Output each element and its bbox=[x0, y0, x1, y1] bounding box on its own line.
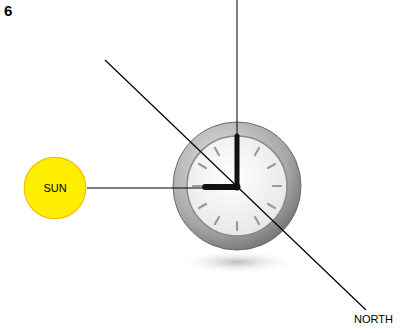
sun-circle: SUN bbox=[23, 156, 87, 220]
direction-label: NORTH bbox=[354, 313, 393, 325]
question-number: 6 bbox=[4, 2, 12, 19]
sun-line bbox=[87, 188, 237, 189]
clock-center bbox=[234, 184, 241, 191]
sun-label: SUN bbox=[43, 182, 66, 194]
clock-face bbox=[187, 136, 287, 236]
vertical-line bbox=[237, 0, 238, 186]
clock-shadow bbox=[177, 250, 297, 274]
clock-rim bbox=[173, 122, 301, 250]
minute-hand bbox=[235, 136, 240, 187]
hour-hand bbox=[205, 184, 237, 190]
north-line bbox=[105, 60, 366, 310]
